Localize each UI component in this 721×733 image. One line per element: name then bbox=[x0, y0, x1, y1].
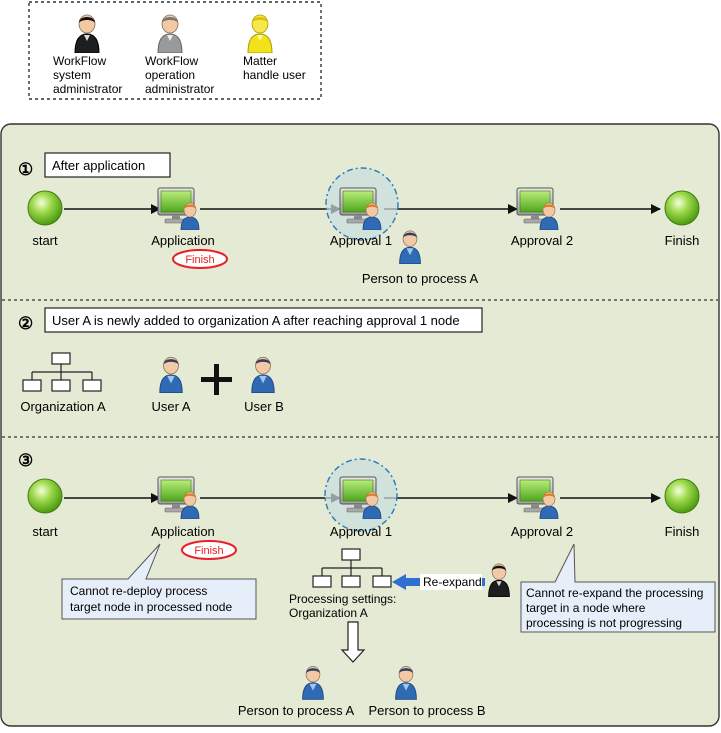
section2-number: ② bbox=[18, 314, 33, 333]
s3-finish-label: Finish bbox=[665, 524, 700, 539]
s1-finish-badge bbox=[172, 249, 228, 269]
s2-plus-icon bbox=[201, 364, 232, 395]
s1-finish-node-icon bbox=[664, 190, 700, 226]
s1-approval2-label: Approval 2 bbox=[511, 233, 573, 248]
s2-organization-label: Organization A bbox=[20, 399, 106, 414]
s1-person-label: Person to process A bbox=[362, 271, 479, 286]
s1-approval1-label: Approval 1 bbox=[330, 233, 392, 248]
s3-callout-left-line1: Cannot re-deploy process bbox=[70, 584, 207, 598]
s2-user-a-label: User A bbox=[151, 399, 190, 414]
s3-person-a-label: Person to process A bbox=[238, 703, 355, 718]
s3-reexpand-label: Re-expand bbox=[423, 575, 482, 589]
s3-settings-line2: Organization A bbox=[289, 606, 368, 620]
s3-callout-right-line3: processing is not progressing bbox=[526, 616, 682, 630]
section2-title-box bbox=[44, 307, 483, 333]
s3-finish-node-icon bbox=[664, 478, 700, 514]
section1-title-box bbox=[44, 152, 171, 178]
s1-application-label: Application bbox=[151, 233, 215, 248]
section3-number: ③ bbox=[18, 451, 33, 470]
s1-start-node-icon bbox=[27, 190, 63, 226]
s3-down-arrow-icon bbox=[340, 621, 366, 663]
s3-approval2-label: Approval 2 bbox=[511, 524, 573, 539]
legend-operation-admin-line2: operation bbox=[145, 68, 195, 82]
section2-title: User A is newly added to organization A … bbox=[52, 313, 460, 328]
main-panel bbox=[0, 123, 720, 727]
s1-finish-badge-text: Finish bbox=[185, 254, 214, 266]
s3-callout-left bbox=[61, 543, 257, 620]
legend-matter-user-line2: handle user bbox=[243, 68, 306, 82]
legend-operation-admin-line1: WorkFlow bbox=[145, 54, 198, 68]
legend-system-admin-line1: WorkFlow bbox=[53, 54, 106, 68]
s3-finish-badge bbox=[181, 540, 237, 560]
s3-finish-badge-text: Finish bbox=[194, 545, 223, 557]
s3-callout-right-line2: target in a node where bbox=[526, 601, 646, 615]
s3-callout-right-line1: Cannot re-expand the processing bbox=[526, 586, 703, 600]
legend-matter-user-line1: Matter bbox=[243, 54, 277, 68]
s3-reexpand-label-box bbox=[420, 574, 482, 590]
s3-settings-line1: Processing settings: bbox=[289, 592, 396, 606]
s3-application-label: Application bbox=[151, 524, 215, 539]
s3-callout-left-line2: target node in processed node bbox=[70, 600, 232, 614]
s3-callout-right bbox=[520, 543, 716, 633]
legend-system-admin-line2: system bbox=[53, 68, 91, 82]
section1-number: ① bbox=[18, 160, 33, 179]
legend-operation-admin-line3: administrator bbox=[145, 82, 214, 96]
section1-title: After application bbox=[52, 158, 145, 173]
s1-finish-label: Finish bbox=[665, 233, 700, 248]
s3-start-label: start bbox=[32, 524, 58, 539]
s3-approval1-label: Approval 1 bbox=[330, 524, 392, 539]
s2-user-b-label: User B bbox=[244, 399, 284, 414]
s3-start-node-icon bbox=[27, 478, 63, 514]
s1-start-label: start bbox=[32, 233, 58, 248]
legend-system-admin-line3: administrator bbox=[53, 82, 122, 96]
s3-person-b-label: Person to process B bbox=[368, 703, 485, 718]
